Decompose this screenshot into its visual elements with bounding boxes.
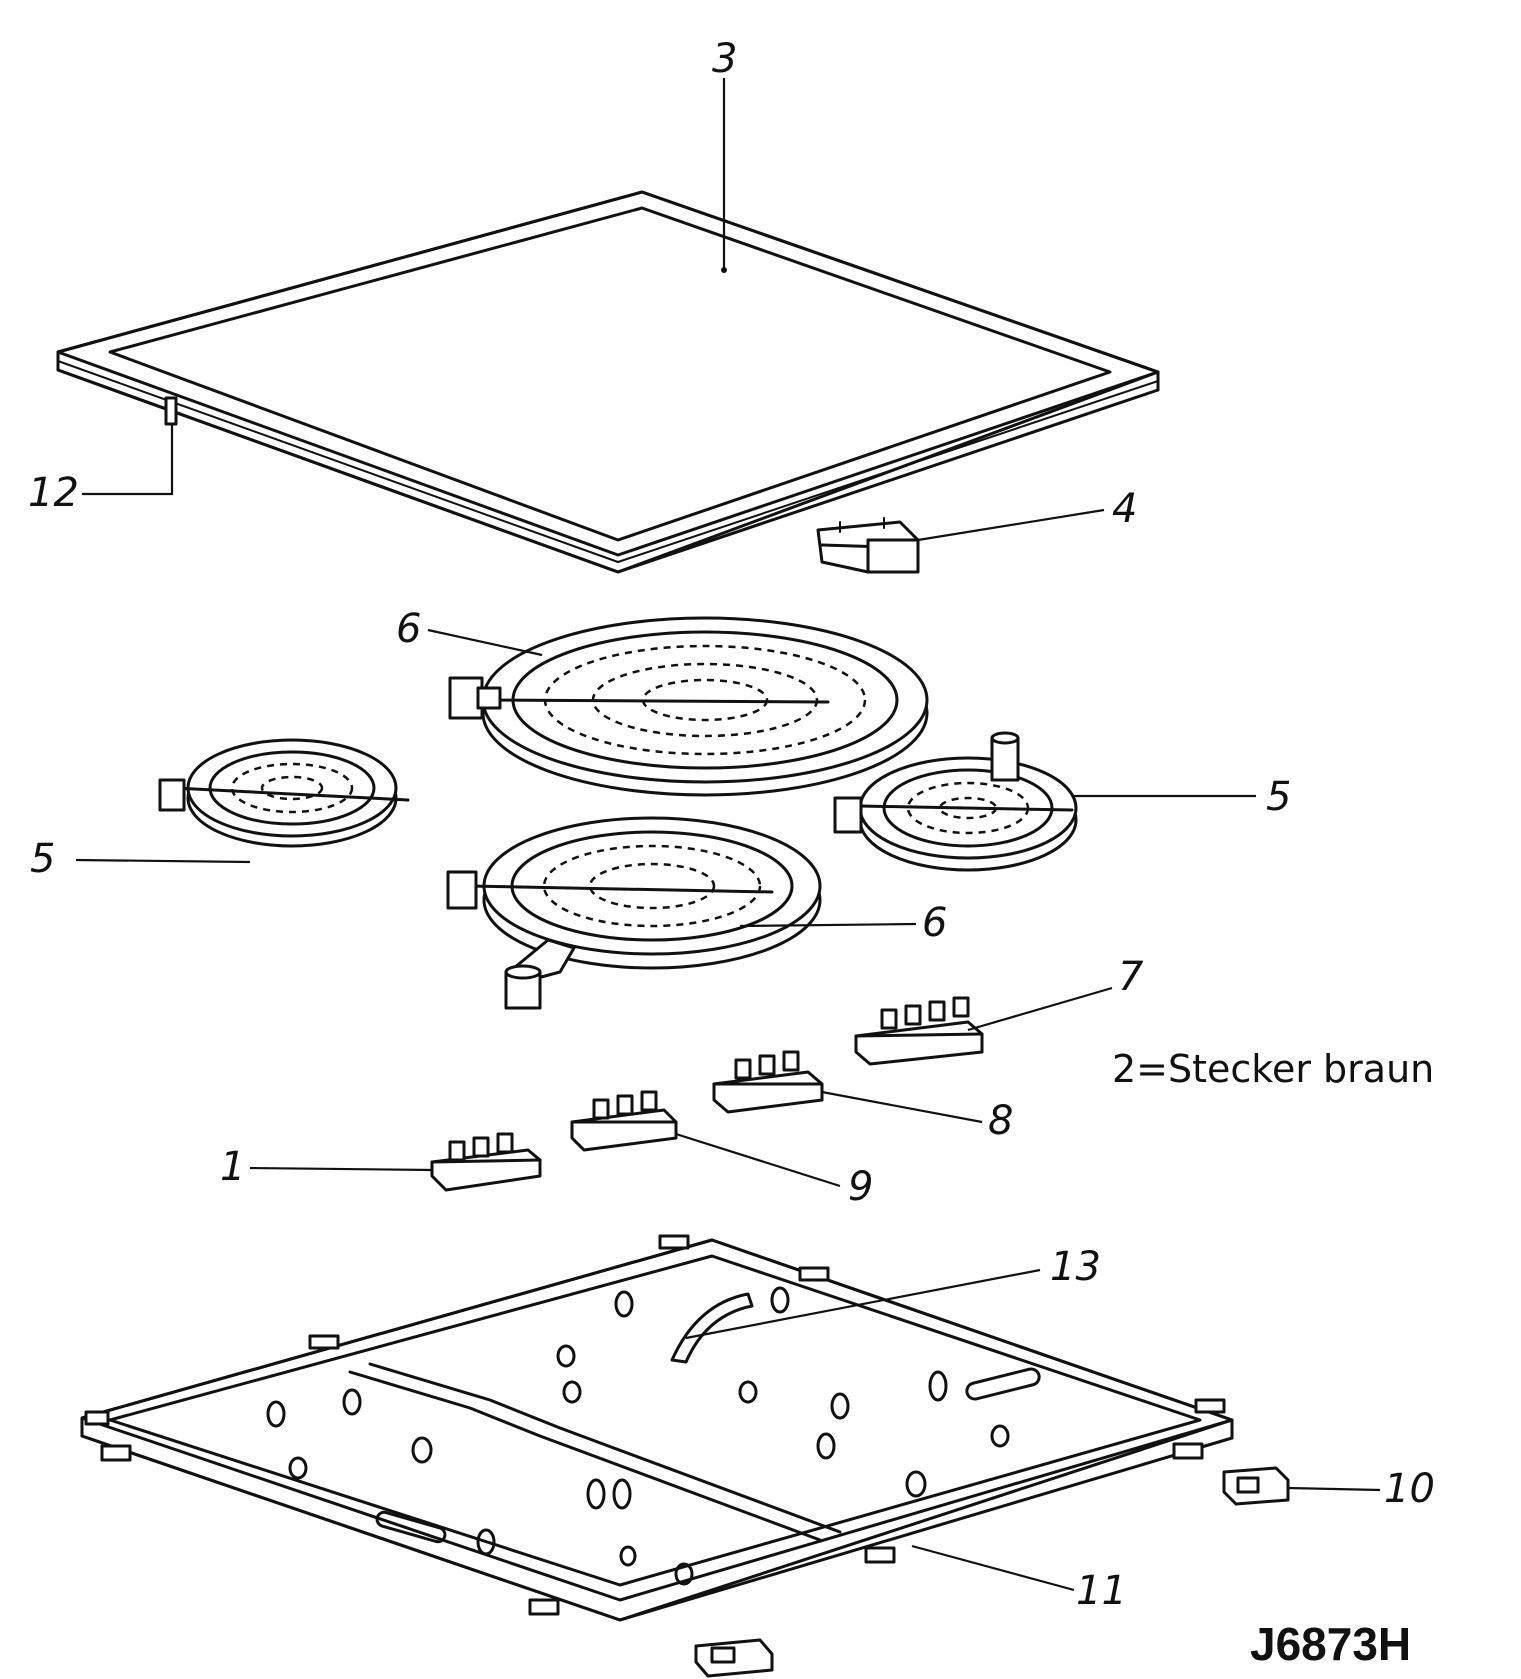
heater-large-bottom (446, 816, 822, 1010)
label-part-3: 3 (712, 36, 737, 82)
drawing-code: J6873H (1250, 1618, 1411, 1670)
label-part-6-top: 6 (396, 606, 421, 652)
connector-note: 2=Stecker braun (1112, 1047, 1434, 1091)
heater-small-left (158, 738, 410, 848)
terminal-block-8 (712, 1050, 824, 1114)
heater-large-top (448, 616, 929, 797)
label-part-5-left: 5 (30, 836, 55, 882)
terminal-block-9 (570, 1090, 678, 1152)
label-part-1: 1 (220, 1144, 245, 1190)
leader-lines (75, 78, 1381, 1592)
label-part-8: 8 (988, 1098, 1013, 1144)
label-part-11: 11 (1076, 1568, 1127, 1614)
label-part-12: 12 (28, 470, 79, 516)
label-part-10: 10 (1384, 1466, 1435, 1512)
base-tray (80, 1234, 1290, 1678)
terminal-block-7 (854, 996, 984, 1066)
terminal-block-1 (430, 1132, 542, 1192)
heater-small-right (833, 731, 1078, 872)
label-part-4: 4 (1112, 486, 1137, 532)
glass-top-frame (56, 190, 1160, 574)
label-part-7: 7 (1118, 954, 1144, 1000)
frame-pin (164, 396, 178, 426)
label-part-5-right: 5 (1266, 774, 1291, 820)
label-part-9: 9 (848, 1164, 873, 1210)
label-part-13: 13 (1050, 1244, 1101, 1290)
label-part-6-bottom: 6 (922, 900, 947, 946)
limiter-block (816, 517, 920, 574)
